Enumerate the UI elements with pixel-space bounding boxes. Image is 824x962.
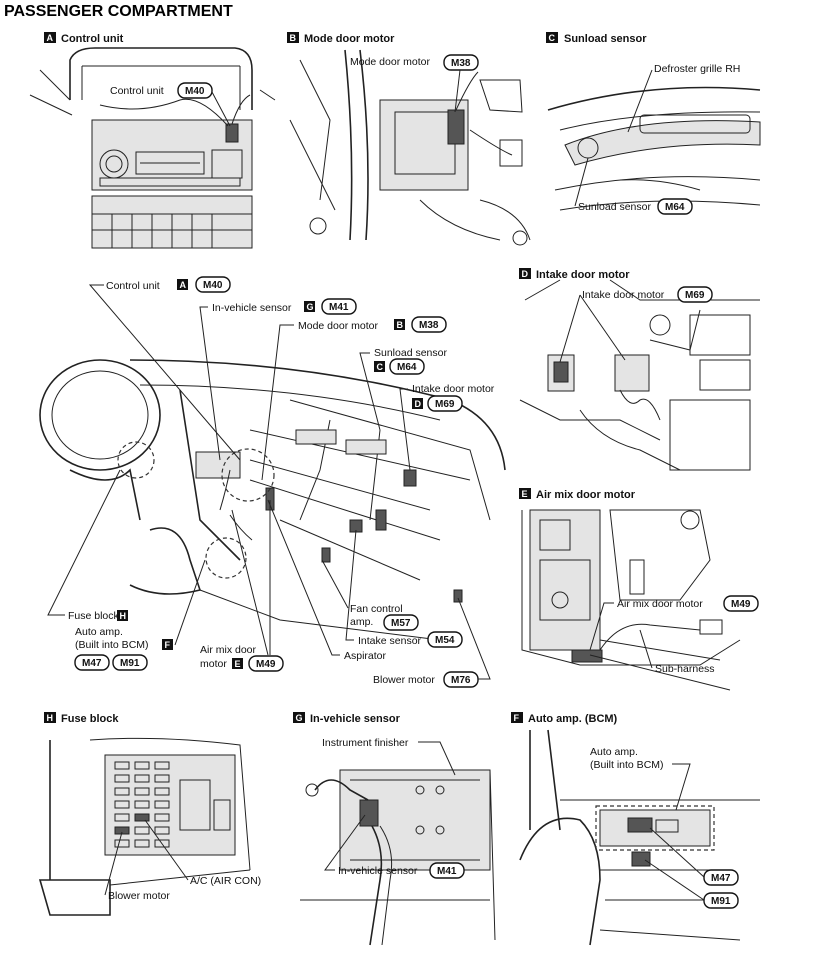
panel-a-title: Control unit xyxy=(61,33,124,45)
ov-mode-door-connector: M38 xyxy=(419,320,439,331)
panel-mode-door-motor: B Mode door motor Mode door motor M38 xyxy=(287,32,531,246)
ov-intake-sensor-connector: M54 xyxy=(435,635,455,646)
panel-d-connector: M69 xyxy=(685,290,705,301)
panel-c-title: Sunload sensor xyxy=(564,33,647,45)
panel-h-letter: H xyxy=(47,713,54,723)
panel-a-letter: A xyxy=(47,33,54,43)
panel-f-label-line2: (Built into BCM) xyxy=(590,759,664,771)
ov-intake-door-letter: D xyxy=(415,399,422,409)
ov-fuse-letter: H xyxy=(120,611,127,621)
panel-c-letter: C xyxy=(549,33,556,43)
panel-f-connector2: M91 xyxy=(711,896,731,907)
panel-f-title: Auto amp. (BCM) xyxy=(528,713,618,725)
panel-e-title: Air mix door motor xyxy=(536,489,636,501)
panel-h-label-ac: A/C (AIR CON) xyxy=(190,875,261,887)
ov-blower-label: Blower motor xyxy=(373,674,435,686)
ov-airmix-line1: Air mix door xyxy=(200,644,257,656)
ov-control-unit-connector: M40 xyxy=(203,280,223,291)
ov-fuse-label: Fuse block xyxy=(68,610,120,622)
panel-g-letter: G xyxy=(296,713,303,723)
panel-b-title: Mode door motor xyxy=(304,33,395,45)
panel-d-letter: D xyxy=(522,269,529,279)
invehicle-sensor-illustration xyxy=(300,769,496,946)
ov-invehicle-connector: M41 xyxy=(329,302,349,313)
ov-aspirator-label: Aspirator xyxy=(344,650,387,662)
panel-c-connector: M64 xyxy=(665,202,685,213)
ov-airmix-letter: E xyxy=(235,659,241,669)
panel-sunload-sensor: C Sunload sensor Defroster grille RH Sun… xyxy=(546,32,761,215)
panel-f-label-line1: Auto amp. xyxy=(590,746,638,758)
ov-autoamp-connector1: M47 xyxy=(82,658,102,669)
dashboard-illustration xyxy=(39,359,506,641)
panel-h-label-blower: Blower motor xyxy=(108,890,170,902)
ov-mode-door-label: Mode door motor xyxy=(298,320,378,332)
ov-autoamp-letter: F xyxy=(165,640,171,650)
panel-b-label: Mode door motor xyxy=(350,56,430,68)
panel-g-label: In-vehicle sensor xyxy=(338,865,418,877)
panel-g-connector: M41 xyxy=(437,866,457,877)
air-mix-motor-illustration xyxy=(521,509,741,691)
panel-d-title: Intake door motor xyxy=(536,269,630,281)
panel-f-connector1: M47 xyxy=(711,873,731,884)
ov-intake-sensor-label: Intake sensor xyxy=(358,635,422,647)
page-title: PASSENGER COMPARTMENT xyxy=(4,3,233,20)
control-unit-illustration xyxy=(29,47,276,249)
ov-mode-door-letter: B xyxy=(397,320,404,330)
overview-dashboard: Control unit A M40 In-vehicle sensor G M… xyxy=(39,276,506,688)
panel-a-connector: M40 xyxy=(185,86,205,97)
panel-h-title: Fuse block xyxy=(61,713,119,725)
panel-intake-door-motor: D Intake door motor Intake door motor M6… xyxy=(519,268,760,471)
panel-d-label: Intake door motor xyxy=(582,289,665,301)
panel-invehicle-sensor: G In-vehicle sensor Instrument finisher … xyxy=(293,712,496,946)
panel-g-title: In-vehicle sensor xyxy=(310,713,401,725)
ov-fan-connector: M57 xyxy=(391,618,411,629)
ov-autoamp-line1: Auto amp. xyxy=(75,626,123,638)
ov-airmix-connector: M49 xyxy=(256,659,276,670)
ov-control-unit-letter: A xyxy=(180,280,187,290)
panel-a-label: Control unit xyxy=(110,85,164,97)
ov-blower-connector: M76 xyxy=(451,675,471,686)
fuse-block-illustration xyxy=(38,737,251,916)
panel-f-letter: F xyxy=(514,713,520,723)
ov-fan-line2: amp. xyxy=(350,616,373,628)
panel-air-mix-door-motor: E Air mix door motor Air mix door motor … xyxy=(519,488,759,691)
ov-sunload-letter: C xyxy=(377,362,384,372)
panel-e-label: Air mix door motor xyxy=(617,598,703,610)
intake-door-motor-illustration xyxy=(519,279,760,471)
ov-intake-door-label: Intake door motor xyxy=(412,383,495,395)
ov-invehicle-letter: G xyxy=(307,302,314,312)
auto-amp-illustration xyxy=(519,729,760,946)
ov-fan-line1: Fan control xyxy=(350,603,403,615)
panel-c-label: Sunload sensor xyxy=(578,201,651,213)
panel-e-connector: M49 xyxy=(731,599,751,610)
ov-autoamp-line2: (Built into BCM) xyxy=(75,639,149,651)
panel-b-connector: M38 xyxy=(451,58,471,69)
panel-b-letter: B xyxy=(290,33,297,43)
panel-control-unit: A Control unit xyxy=(29,32,276,249)
panel-fuse-block: H Fuse block A/C (AIR CON) Bl xyxy=(38,712,261,916)
ov-intake-door-connector: M69 xyxy=(435,399,455,410)
ov-airmix-line2: motor xyxy=(200,658,227,670)
ov-autoamp-connector2: M91 xyxy=(120,658,140,669)
ov-invehicle-label: In-vehicle sensor xyxy=(212,302,292,314)
panel-g-label-finisher: Instrument finisher xyxy=(322,737,409,749)
ov-sunload-label: Sunload sensor xyxy=(374,347,447,359)
sunload-sensor-illustration xyxy=(547,86,761,211)
ov-sunload-connector: M64 xyxy=(397,362,417,373)
panel-auto-amp-bcm: F Auto amp. (BCM) Auto amp. (Built into … xyxy=(511,712,760,946)
panel-e-label-sub: Sub-harness xyxy=(655,663,715,675)
ov-control-unit-label: Control unit xyxy=(106,280,160,292)
mode-door-motor-illustration xyxy=(289,49,531,246)
panel-e-letter: E xyxy=(522,489,528,499)
panel-c-label-grille: Defroster grille RH xyxy=(654,63,740,75)
